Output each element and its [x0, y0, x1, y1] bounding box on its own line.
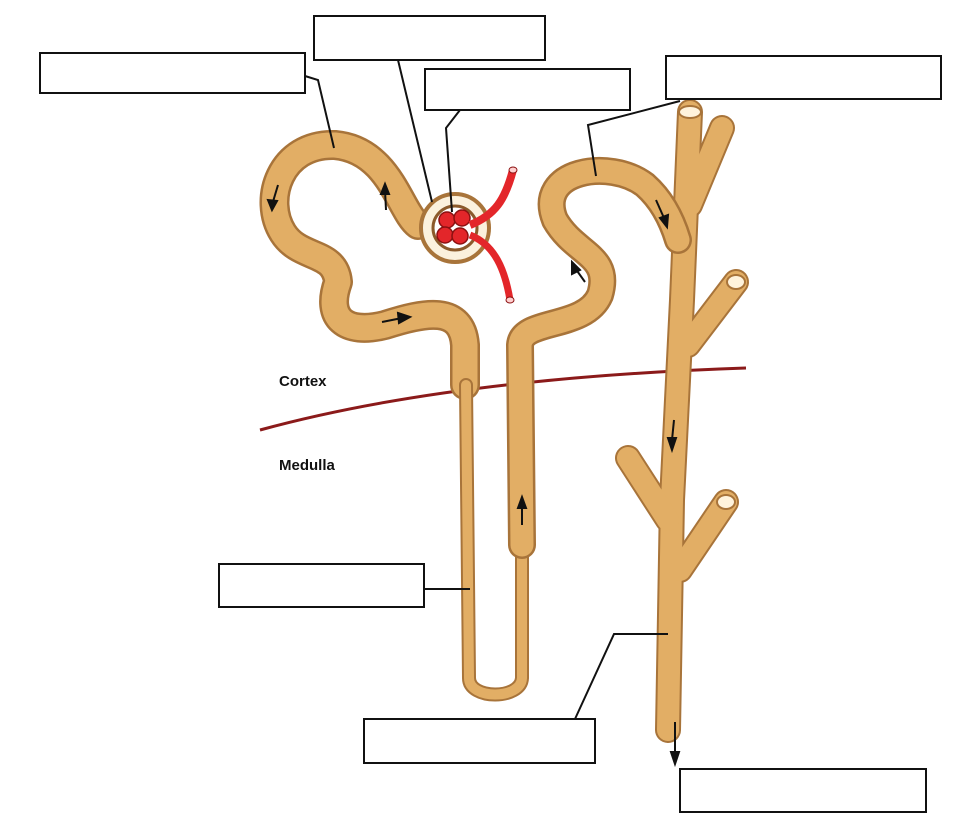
efferent-arteriole [468, 231, 514, 301]
label-boxes [39, 15, 942, 813]
arrow-icon [671, 419, 675, 441]
label-box-distal-tubule[interactable] [665, 55, 942, 100]
label-box-bowmans-capsule[interactable] [424, 68, 631, 111]
label-box-proximal-tubule[interactable] [39, 52, 306, 94]
duct-opening [726, 274, 746, 290]
label-box-urine-output[interactable] [679, 768, 927, 813]
duct-opening [678, 105, 702, 119]
flow-arrows [266, 181, 681, 768]
arrow-icon [655, 199, 665, 219]
medulla-label: Medulla [279, 457, 335, 474]
label-box-glomerulus[interactable] [313, 15, 546, 61]
leader-lines [304, 59, 681, 720]
label-box-collecting-duct[interactable] [363, 718, 596, 764]
collecting-duct [615, 99, 749, 743]
glomerulus [419, 166, 518, 304]
label-box-loop-of-henle[interactable] [218, 563, 425, 608]
afferent-arteriole [468, 168, 517, 229]
duct-opening [716, 494, 736, 510]
cortex-label: Cortex [279, 373, 327, 390]
